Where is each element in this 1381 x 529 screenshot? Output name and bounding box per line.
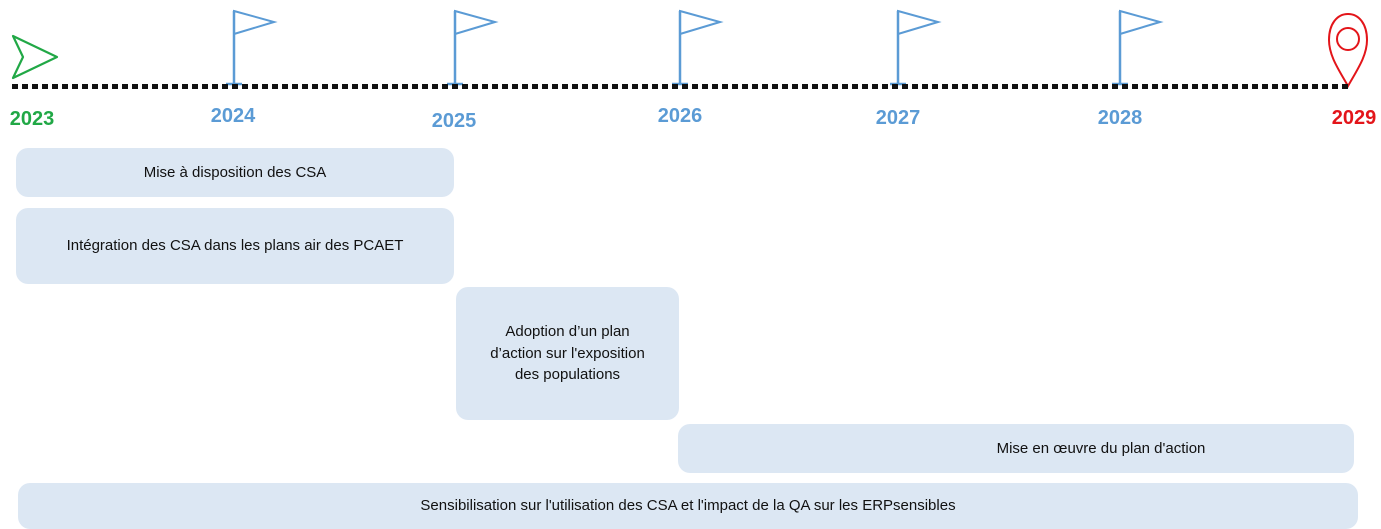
flag-icon bbox=[447, 9, 499, 86]
year-label-2023: 2023 bbox=[9, 108, 55, 130]
year-label-2024: 2024 bbox=[210, 105, 256, 127]
timeline-axis bbox=[12, 84, 1350, 89]
map-pin-icon bbox=[1327, 12, 1369, 89]
year-label-2029: 2029 bbox=[1331, 107, 1377, 129]
flag-icon bbox=[672, 9, 724, 86]
play-arrow-icon bbox=[11, 34, 59, 80]
year-label-2026: 2026 bbox=[657, 105, 703, 127]
year-label-2025: 2025 bbox=[431, 110, 477, 132]
task-bar: Adoption d’un plan d’action sur l'exposi… bbox=[456, 287, 679, 420]
task-label: Mise à disposition des CSA bbox=[143, 163, 327, 181]
flag-icon bbox=[890, 9, 942, 86]
task-label: Adoption d’un plan d’action sur l'exposi… bbox=[490, 322, 645, 384]
flag-icon bbox=[1112, 9, 1164, 86]
task-bar: Mise à disposition des CSA bbox=[16, 148, 454, 197]
year-label-2027: 2027 bbox=[875, 107, 921, 129]
flag-icon bbox=[226, 9, 278, 86]
task-label: Intégration des CSA dans les plans air d… bbox=[66, 237, 404, 255]
task-label: Sensibilisation sur l'utilisation des CS… bbox=[420, 497, 956, 515]
year-label-2028: 2028 bbox=[1097, 107, 1143, 129]
task-bar: Sensibilisation sur l'utilisation des CS… bbox=[18, 483, 1358, 529]
task-bar: Intégration des CSA dans les plans air d… bbox=[16, 208, 454, 284]
task-bar: Mise en œuvre du plan d'action bbox=[678, 424, 1354, 473]
task-label: Mise en œuvre du plan d'action bbox=[996, 439, 1206, 457]
